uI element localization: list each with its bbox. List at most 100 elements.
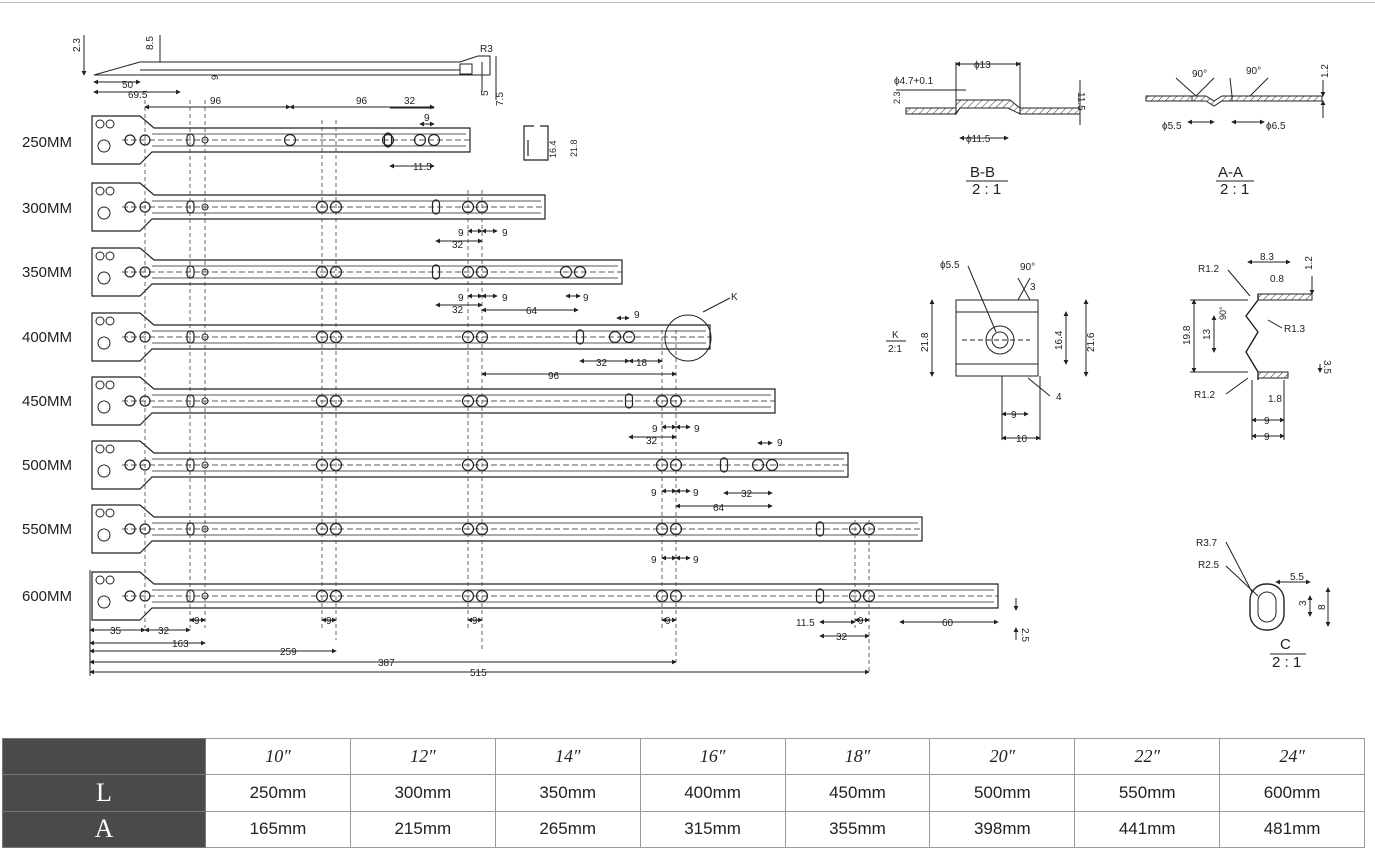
bracket-hole: [105, 380, 115, 390]
bracket-hole: [105, 251, 115, 261]
bracket-screw-hole: [97, 271, 111, 285]
dim-aa-90a: 90°: [1192, 69, 1207, 80]
bracket-screw-hole: [97, 336, 111, 350]
l-value-cell: 550mm: [1074, 774, 1221, 812]
dim-259: 259: [280, 647, 297, 658]
section-c: [1225, 541, 1331, 631]
section-bb: [896, 61, 1081, 141]
bracket-hole: [95, 251, 105, 261]
dim-aa-1-2: 1.2: [1320, 64, 1331, 78]
section-aa: [1145, 77, 1326, 125]
bracket-hole: [105, 508, 115, 518]
dim-r400-96: 96: [548, 371, 560, 382]
l-value-cell: 600mm: [1219, 774, 1365, 812]
a-value-cell: 165mm: [205, 810, 351, 849]
mounting-hole: [124, 590, 136, 602]
l-value-cell: 350mm: [494, 774, 641, 812]
dim-515: 515: [470, 668, 487, 679]
mounting-hole: [124, 523, 136, 535]
dim-r250-96b: 96: [356, 96, 368, 107]
mounting-slot: [575, 329, 585, 345]
size-cell: 10″: [205, 737, 351, 776]
dim-r600-11-5: 11.5: [796, 618, 815, 629]
mounting-slot: [383, 132, 393, 148]
mounting-hole: [427, 133, 441, 147]
dim-7-5: 7.5: [495, 92, 506, 106]
dim-r400-18: 18: [636, 358, 648, 369]
dim-bb-d13: ϕ13: [974, 60, 991, 71]
dim-k-16-4: 16.4: [1054, 330, 1065, 350]
dim-69-5: 69.5: [128, 90, 148, 101]
bracket-hole: [105, 186, 115, 196]
dim-p-9a: 9: [1264, 416, 1270, 427]
dim-c-r3-7: R3.7: [1196, 538, 1218, 549]
dim-p-1-2: 1.2: [1304, 256, 1315, 270]
dim-r600-32: 32: [836, 632, 848, 643]
mounting-hole: [124, 331, 136, 343]
dim-p-3-5: 3.5: [1321, 360, 1332, 374]
dim-r300-9b: 9: [502, 228, 508, 239]
dim-k-21-8: 21.8: [920, 332, 931, 352]
mounting-slot: [186, 200, 195, 214]
bracket-screw-hole: [97, 464, 111, 478]
dim-r600-2-5: 2.5: [1019, 628, 1030, 642]
rail-label-250: 250MM: [22, 134, 72, 151]
mounting-slot: [719, 457, 729, 473]
dim-r550-9a: 9: [651, 555, 657, 566]
dim-r600-32: 32: [158, 626, 170, 637]
bracket-hole: [95, 316, 105, 326]
mounting-slot: [624, 393, 634, 409]
dim-r600-9d: 9: [665, 616, 671, 627]
dim-2-3: 2.3: [72, 38, 83, 52]
rail-label-600: 600MM: [22, 588, 72, 605]
l-value-cell: 300mm: [349, 774, 496, 812]
dim-r350-9a: 9: [458, 293, 464, 304]
mounting-slot: [186, 133, 195, 147]
mounting-slot: [186, 522, 195, 536]
a-value-cell: 215mm: [349, 810, 496, 849]
dim-r250-11-5: 11.5: [413, 162, 432, 173]
dim-bb-d11-5: ϕ11.5: [966, 134, 991, 145]
dim-p-19-8: 19.8: [1182, 325, 1193, 345]
bracket-hole: [95, 186, 105, 196]
dim-bb-d4-7: ϕ4.7+0.1: [894, 76, 934, 87]
dim-r600-9e: 9: [858, 616, 864, 627]
dim-c-5-5: 5.5: [1290, 572, 1304, 583]
dim-r500-32: 32: [741, 489, 753, 500]
dim-r300-9a: 9: [458, 228, 464, 239]
bracket-hole: [105, 119, 115, 129]
dim-r600-9c: 9: [472, 616, 478, 627]
dim-bb-2-3: 2.3: [892, 91, 902, 104]
dim-r600-35: 35: [110, 626, 122, 637]
l-value-cell: 500mm: [929, 774, 1076, 812]
dim-channel-21-8: 21.8: [569, 139, 579, 157]
dim-r550-9b: 9: [693, 555, 699, 566]
mounting-slot: [815, 521, 825, 537]
dim-r450-32: 32: [646, 436, 658, 447]
dim-p-0-8: 0.8: [1270, 274, 1284, 285]
dim-k-3: 3: [1030, 282, 1036, 293]
size-cell: 22″: [1074, 737, 1221, 776]
a-value-cell: 441mm: [1074, 810, 1221, 849]
dim-p-r1-2a: R1.2: [1198, 264, 1220, 275]
mounting-hole: [608, 330, 622, 344]
bracket-screw-hole: [97, 139, 111, 153]
dim-p-r1-3: R1.3: [1284, 324, 1306, 335]
bracket-hole: [95, 508, 105, 518]
bracket-hole: [105, 575, 115, 585]
size-cell: 20″: [929, 737, 1076, 776]
size-cell: 18″: [784, 737, 931, 776]
top-side-profile: [81, 35, 497, 100]
dim-r350-32: 32: [452, 305, 464, 316]
mounting-hole: [124, 459, 136, 471]
bracket-hole: [95, 444, 105, 454]
size-cell: 16″: [639, 737, 786, 776]
dim-387: 387: [378, 658, 395, 669]
dim-r450-9b: 9: [694, 424, 700, 435]
bracket-screw-hole: [97, 206, 111, 220]
row-header-a: A: [2, 810, 206, 849]
mounting-hole: [413, 133, 427, 147]
dim-r3: R3: [480, 44, 493, 55]
dim-r500-9a: 9: [651, 488, 657, 499]
rail-body: [91, 247, 623, 297]
